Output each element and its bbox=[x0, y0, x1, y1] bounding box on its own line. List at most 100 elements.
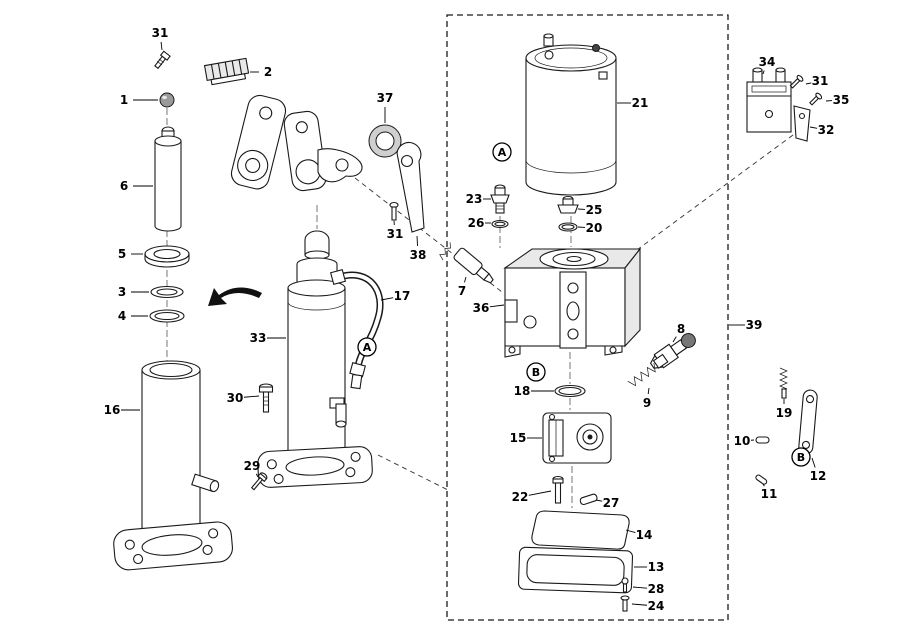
part-label-32-35: 32 bbox=[818, 123, 835, 137]
part-label-10-38: 10 bbox=[734, 434, 751, 448]
part-31-screw-topleft bbox=[154, 50, 171, 70]
circle-letter-A-0: A bbox=[498, 146, 507, 159]
leader-line-31-0 bbox=[160, 41, 163, 51]
leader-line-30-13 bbox=[243, 395, 260, 398]
part-2-terminal-bracket bbox=[203, 57, 250, 86]
part-label-23-16: 23 bbox=[466, 192, 483, 206]
leader-line-22-26 bbox=[528, 490, 552, 496]
circle-letter-B-2: B bbox=[532, 366, 540, 379]
part-label-17-11: 17 bbox=[394, 289, 411, 303]
labels-layer: 3121653416373831173330292123262520736891… bbox=[104, 26, 850, 613]
part-10-pin bbox=[755, 436, 770, 444]
part-label-16-7: 16 bbox=[104, 403, 121, 417]
part-label-20-19: 20 bbox=[586, 221, 603, 235]
part-23-fitting bbox=[490, 184, 510, 214]
circle-label-B-3: B bbox=[791, 447, 811, 467]
part-8-fitting bbox=[649, 333, 696, 369]
part-35-screw bbox=[809, 92, 823, 106]
part-label-6-3: 6 bbox=[120, 179, 128, 193]
part-25-fitting bbox=[557, 195, 579, 214]
part-label-25-18: 25 bbox=[586, 203, 603, 217]
part-label-26-17: 26 bbox=[468, 216, 485, 230]
part-29-screw bbox=[250, 472, 268, 491]
part-label-21-15: 21 bbox=[632, 96, 649, 110]
circle-letter-A-1: A bbox=[363, 341, 372, 354]
part-label-34-32: 34 bbox=[759, 55, 776, 69]
part-label-31-10: 31 bbox=[387, 227, 404, 241]
part-1-ball bbox=[159, 92, 175, 108]
part-31-screw-mid bbox=[389, 201, 399, 221]
leader-line-7-20 bbox=[464, 276, 467, 283]
part-label-38-9: 38 bbox=[410, 248, 427, 262]
mounting-bracket bbox=[230, 94, 363, 192]
part-label-18-24: 18 bbox=[514, 384, 531, 398]
part-label-33-12: 33 bbox=[250, 331, 267, 345]
leader-line-38-9 bbox=[416, 235, 418, 247]
part-32-bracket bbox=[793, 105, 811, 142]
part-30-bolt bbox=[258, 383, 274, 413]
part-label-9-23: 9 bbox=[643, 396, 651, 410]
circle-outline-A-0 bbox=[492, 142, 512, 162]
leader-line-17-11 bbox=[380, 297, 394, 301]
circle-letter-B-3: B bbox=[797, 451, 805, 464]
part-34-solenoid bbox=[746, 67, 792, 133]
leader-line-34-32 bbox=[762, 70, 765, 75]
part-19-spring-pin bbox=[779, 367, 788, 399]
circle-outline-B-2 bbox=[526, 362, 546, 382]
circle-label-A-1: A bbox=[357, 337, 377, 357]
part-label-2-1: 2 bbox=[264, 65, 272, 79]
part-label-37-8: 37 bbox=[377, 91, 394, 105]
part-label-31-0: 31 bbox=[152, 26, 169, 40]
part-14-gasket bbox=[531, 510, 630, 550]
part-label-24-31: 24 bbox=[648, 599, 665, 613]
part-label-39-36: 39 bbox=[746, 318, 763, 332]
ball-highlight bbox=[162, 95, 167, 100]
leader-line-27-27 bbox=[595, 499, 603, 502]
part-label-13-29: 13 bbox=[648, 560, 665, 574]
part-label-3-5: 3 bbox=[118, 285, 126, 299]
rotation-arrow bbox=[208, 287, 262, 306]
part-label-1-2: 1 bbox=[120, 93, 128, 107]
part-label-30-13: 30 bbox=[227, 391, 244, 405]
part-26-o-ring bbox=[491, 219, 509, 229]
leader-line-28-30 bbox=[632, 586, 648, 589]
leader-line-32-35 bbox=[809, 126, 818, 129]
part-22-screw bbox=[552, 475, 564, 504]
leader-line-11-39 bbox=[762, 483, 765, 487]
part-27-key bbox=[579, 493, 598, 506]
part-4-o-ring bbox=[149, 309, 185, 323]
leader-line-36-21 bbox=[489, 304, 505, 308]
part-13-reservoir-base bbox=[517, 546, 634, 594]
leader-line-12-40 bbox=[811, 457, 816, 468]
part-16-cylinder-tube bbox=[113, 360, 233, 571]
part-label-4-6: 4 bbox=[118, 309, 126, 323]
leader-line-8-22 bbox=[672, 336, 677, 343]
leader-line-9-23 bbox=[647, 387, 650, 395]
part-28-screw bbox=[621, 577, 629, 593]
part-label-5-4: 5 bbox=[118, 247, 126, 261]
part-38-bracket bbox=[396, 141, 425, 233]
part-33-cylinder-assembly bbox=[257, 230, 373, 488]
part-label-12-40: 12 bbox=[810, 469, 827, 483]
part-label-27-27: 27 bbox=[603, 496, 620, 510]
leader-line-29-14 bbox=[255, 473, 259, 478]
part-label-31-33: 31 bbox=[812, 74, 829, 88]
part-label-36-21: 36 bbox=[473, 301, 490, 315]
part-11-pin bbox=[755, 474, 768, 485]
part-label-22-26: 22 bbox=[512, 490, 529, 504]
part-label-28-30: 28 bbox=[648, 582, 665, 596]
part-3-backup-ring bbox=[150, 285, 184, 299]
circle-label-A-0: A bbox=[492, 142, 512, 162]
circle-outline-A-1 bbox=[357, 337, 377, 357]
part-label-14-28: 14 bbox=[636, 528, 653, 542]
part-12-strap bbox=[798, 389, 818, 455]
part-label-19-37: 19 bbox=[776, 406, 793, 420]
leader-line-31-33 bbox=[805, 82, 812, 85]
part-label-11-39: 11 bbox=[761, 487, 778, 501]
part-label-29-14: 29 bbox=[244, 459, 261, 473]
part-18-o-ring bbox=[554, 384, 586, 398]
circle-outline-B-3 bbox=[791, 447, 811, 467]
part-label-35-34: 35 bbox=[833, 93, 850, 107]
